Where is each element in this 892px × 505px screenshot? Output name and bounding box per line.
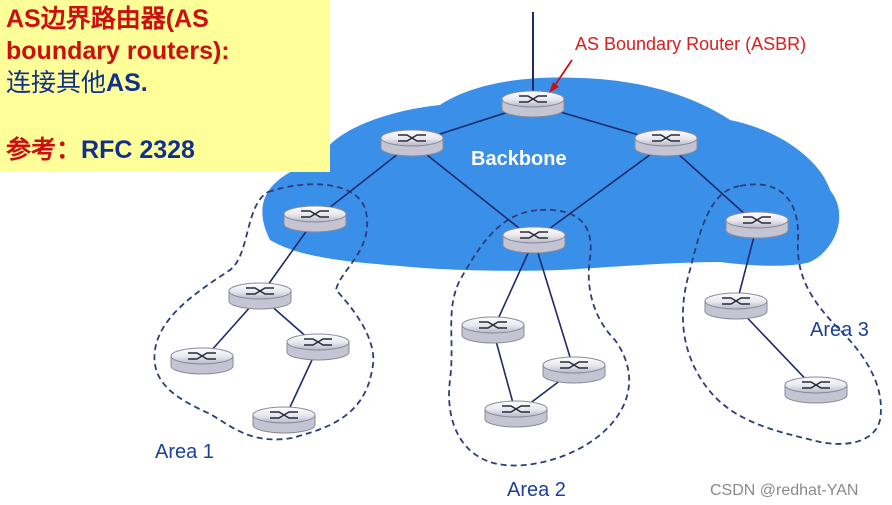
router-arrows-icon: [246, 287, 274, 295]
router-area3-r2: [784, 376, 848, 404]
backbone-cloud: [262, 77, 840, 271]
router-area3-r1: [704, 292, 768, 320]
backbone-label: Backbone: [471, 148, 567, 170]
router-arrows-icon: [519, 95, 547, 103]
router-area1-r3: [286, 333, 350, 361]
router-area1-r2: [170, 347, 234, 375]
link-bbleft-area2border: [411, 142, 535, 241]
link-area2border-r2: [533, 239, 575, 371]
link-area3border-r1: [735, 224, 758, 307]
router-arrows-icon: [520, 231, 548, 239]
router-area2-r1: [461, 316, 525, 344]
link-a2r1-a2r3: [492, 329, 517, 415]
area1-outline: [153, 183, 375, 441]
router-area1-r4: [252, 406, 316, 434]
router-arrows-icon: [743, 216, 771, 224]
router-area1-border: [283, 205, 347, 233]
router-arrows-icon: [304, 338, 332, 346]
router-area3-border: [725, 211, 789, 239]
note-reference-rfc: RFC 2328: [81, 136, 195, 164]
area2-label: Area 2: [507, 479, 566, 501]
router-arrows-icon: [652, 134, 680, 142]
asbr-pointer-arrowhead: [549, 82, 559, 93]
note-description-text: 连接其他: [6, 69, 107, 97]
router-arrows-icon: [802, 381, 830, 389]
router-asbr: [501, 90, 565, 118]
router-arrows-icon: [301, 210, 329, 218]
note-reference: 参考：RFC 2328: [6, 135, 195, 165]
note-description: 连接其他AS.: [6, 68, 148, 98]
area3-label: Area 3: [810, 319, 869, 341]
link-a3r1-a3r2: [735, 305, 817, 391]
router-bb-right: [634, 129, 698, 157]
note-reference-label: 参考：: [6, 136, 82, 164]
router-arrows-icon: [560, 361, 588, 369]
area3-outline: [682, 183, 882, 445]
router-area1-r1: [228, 282, 292, 310]
router-arrows-icon: [502, 405, 530, 413]
note-description-as: AS.: [106, 69, 148, 97]
note-title-line1: AS边界路由器(AS: [6, 5, 209, 33]
router-arrows-icon: [270, 411, 298, 419]
link-bbleft-area1border: [314, 142, 413, 220]
asbr-pointer-arrow: [552, 59, 573, 89]
router-arrows-icon: [479, 321, 507, 329]
router-bb-left: [380, 129, 444, 157]
asbr-label: AS Boundary Router (ASBR): [575, 34, 806, 54]
router-arrows-icon: [188, 352, 216, 360]
link-area2border-r1: [492, 239, 535, 331]
router-area2-r3: [484, 400, 548, 428]
router-arrows-icon: [722, 297, 750, 305]
router-group: [170, 90, 848, 434]
router-arrows-icon: [398, 134, 426, 142]
link-bbright-area3border: [665, 142, 758, 226]
link-bbright-area2border: [533, 142, 667, 241]
area1-label: Area 1: [155, 441, 214, 463]
note-title-line2: boundary routers):: [6, 37, 230, 65]
area2-outline: [448, 208, 631, 467]
watermark: CSDN @redhat-YAN: [710, 482, 858, 499]
note-box: AS边界路由器(AS boundary routers): 连接其他AS. 参考…: [0, 0, 330, 172]
router-area2-border: [502, 226, 566, 254]
router-area2-r2: [542, 356, 606, 384]
